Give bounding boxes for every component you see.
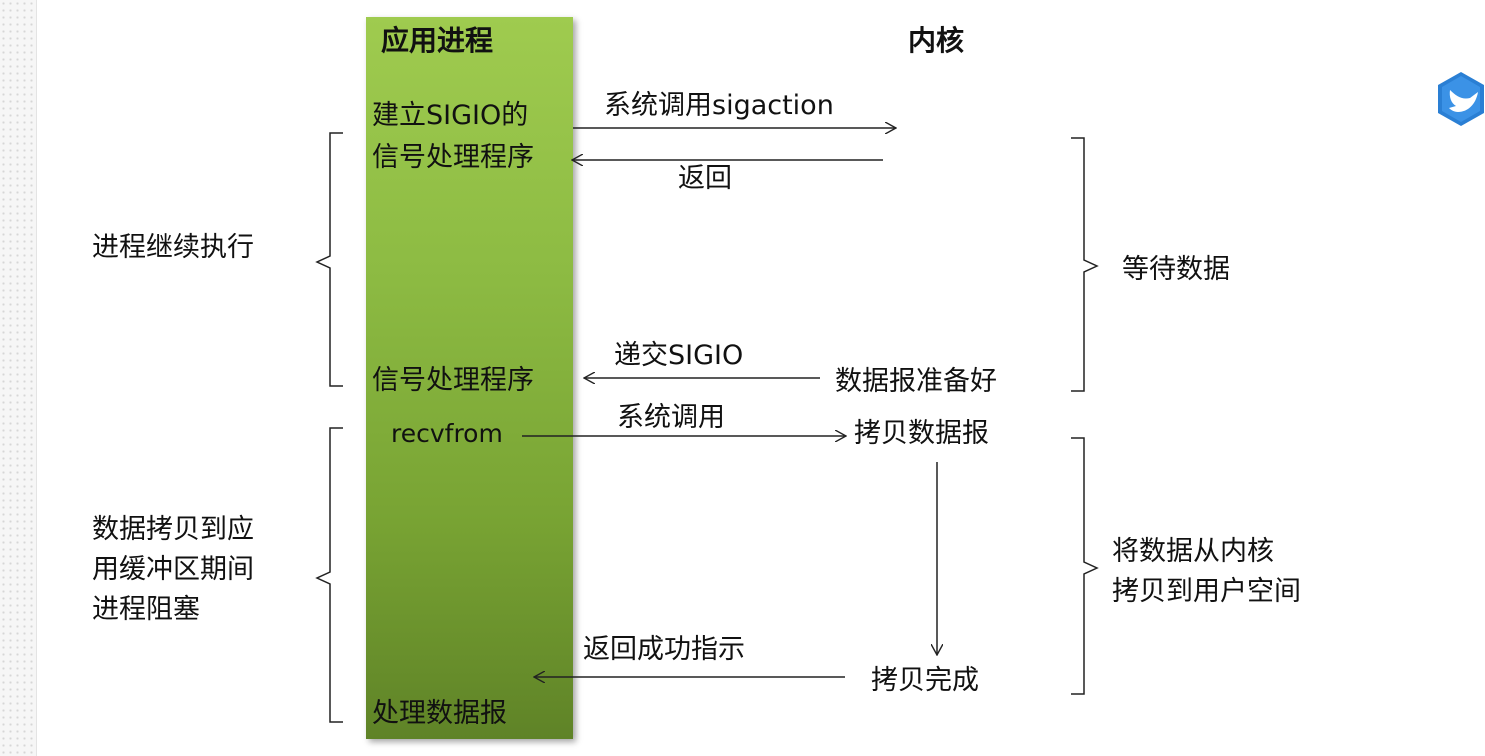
- return-success-label: 返回成功指示: [583, 634, 745, 665]
- blocked-label: 数据拷贝到应 用缓冲区期间 进程阻塞: [92, 510, 254, 630]
- kernel-title: 内核: [908, 24, 965, 57]
- blocked-line-3: 进程阻塞: [92, 594, 200, 625]
- wait-data-label: 等待数据: [1122, 254, 1230, 285]
- blocked-line-1: 数据拷贝到应: [92, 514, 254, 545]
- brace-blocked: [315, 427, 343, 723]
- left-margin-strip: [0, 0, 37, 756]
- process-datagram-label: 处理数据报: [372, 698, 507, 729]
- deliver-sigio-label: 递交SIGIO: [614, 340, 744, 371]
- return-label: 返回: [678, 163, 732, 194]
- copy-datagram-label: 拷贝数据报: [854, 418, 989, 449]
- copy-line-1: 将数据从内核: [1112, 536, 1274, 567]
- continue-exec-label: 进程继续执行: [92, 232, 254, 263]
- brace-continue-exec: [315, 132, 343, 387]
- application-process-bar: [366, 17, 573, 739]
- setup-handler-line1: 建立SIGIO的: [372, 100, 529, 131]
- copy-to-user-label: 将数据从内核 拷贝到用户空间: [1112, 532, 1301, 612]
- setup-handler-line2: 信号处理程序: [372, 142, 534, 173]
- brace-wait-data: [1071, 137, 1099, 392]
- blocked-line-2: 用缓冲区期间: [92, 554, 254, 585]
- copy-done-label: 拷贝完成: [871, 665, 979, 696]
- process-title: 应用进程: [381, 24, 494, 57]
- datagram-ready-label: 数据报准备好: [835, 366, 997, 397]
- syscall-sigaction-label: 系统调用sigaction: [604, 90, 834, 121]
- brace-copy-to-user: [1071, 437, 1099, 695]
- syscall-label: 系统调用: [617, 402, 725, 433]
- signal-handler-label: 信号处理程序: [372, 365, 534, 396]
- copy-line-2: 拷贝到用户空间: [1112, 576, 1301, 607]
- recvfrom-label: recvfrom: [391, 419, 503, 448]
- dove-logo-icon: [1438, 72, 1484, 126]
